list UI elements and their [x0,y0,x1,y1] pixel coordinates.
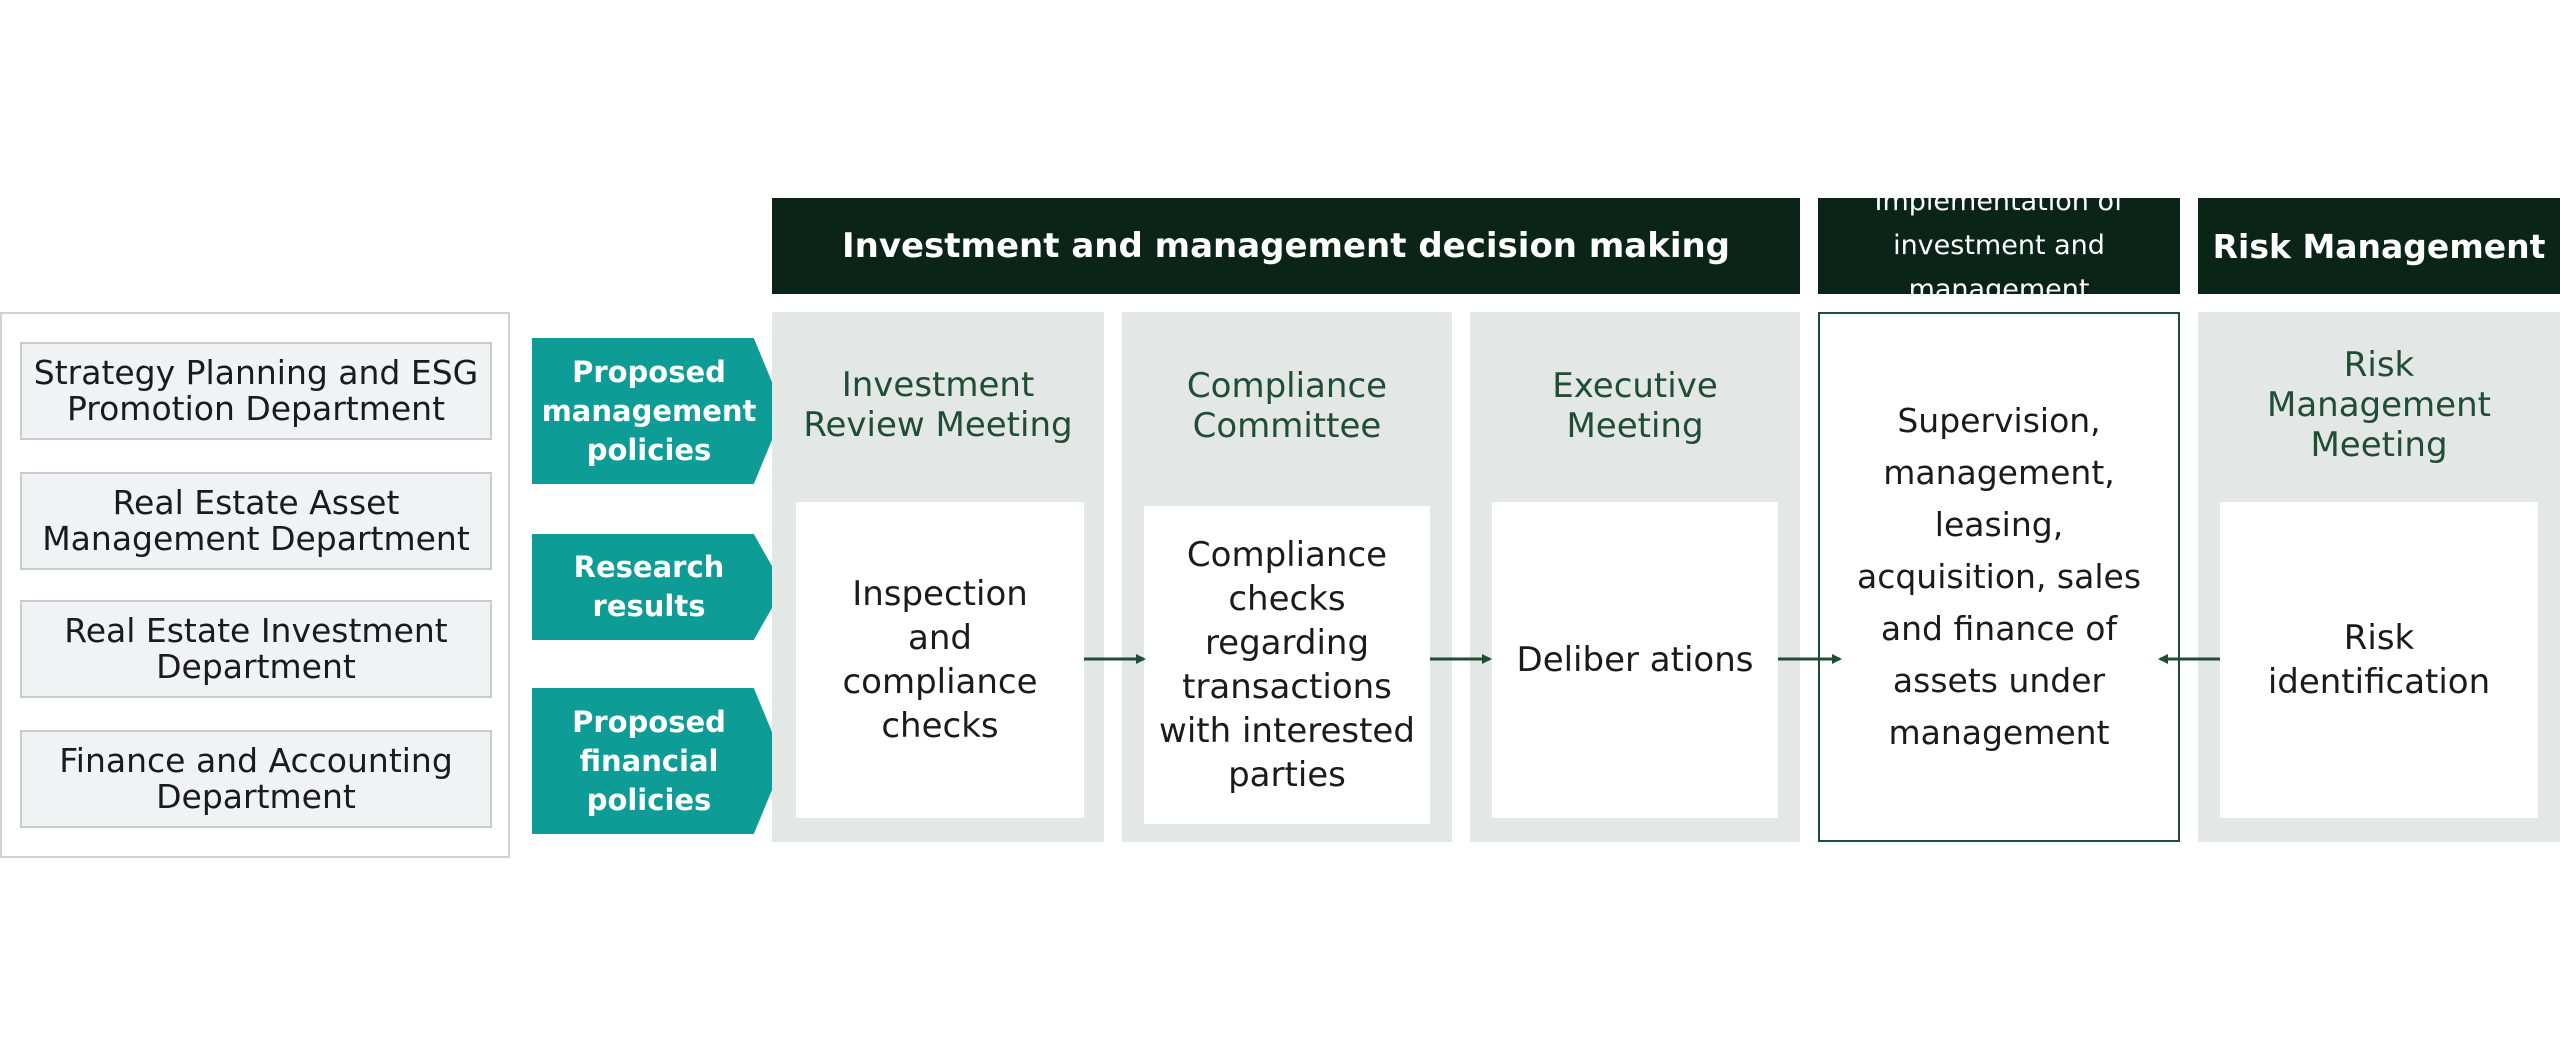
department-asset-management: Real Estate Asset Management Department [20,472,492,570]
department-strategy-planning: Strategy Planning and ESG Promotion Depa… [20,342,492,440]
input-management-policies: Proposed management policies [532,338,784,484]
department-investment: Real Estate Investment Department [20,600,492,698]
department-finance-accounting: Finance and Accounting Department [20,730,492,828]
stage-investment-review-body: Inspection and compliance checks [796,502,1084,818]
stage-risk-meeting-body: Risk identification [2220,502,2538,818]
header-decision-making: Investment and management decision makin… [772,198,1800,294]
stage-executive-meeting-body: Deliber ations [1492,502,1778,818]
input-financial-policies: Proposed financial policies [532,688,784,834]
stage-compliance-committee-body: Compliance checks regarding transactions… [1144,506,1430,824]
stage-implementation-body: Supervision, management, leasing, acquis… [1818,312,2180,842]
stage-investment-review-title: Investment Review Meeting [803,365,1073,445]
input-research-results: Research results [532,534,784,640]
stage-compliance-committee-title: Compliance Committee [1186,366,1388,446]
stage-executive-meeting-title: Executive Meeting [1552,366,1718,446]
stage-risk-meeting-title: Risk Management Meeting [2267,345,2491,465]
header-risk-management: Risk Management [2198,198,2560,294]
